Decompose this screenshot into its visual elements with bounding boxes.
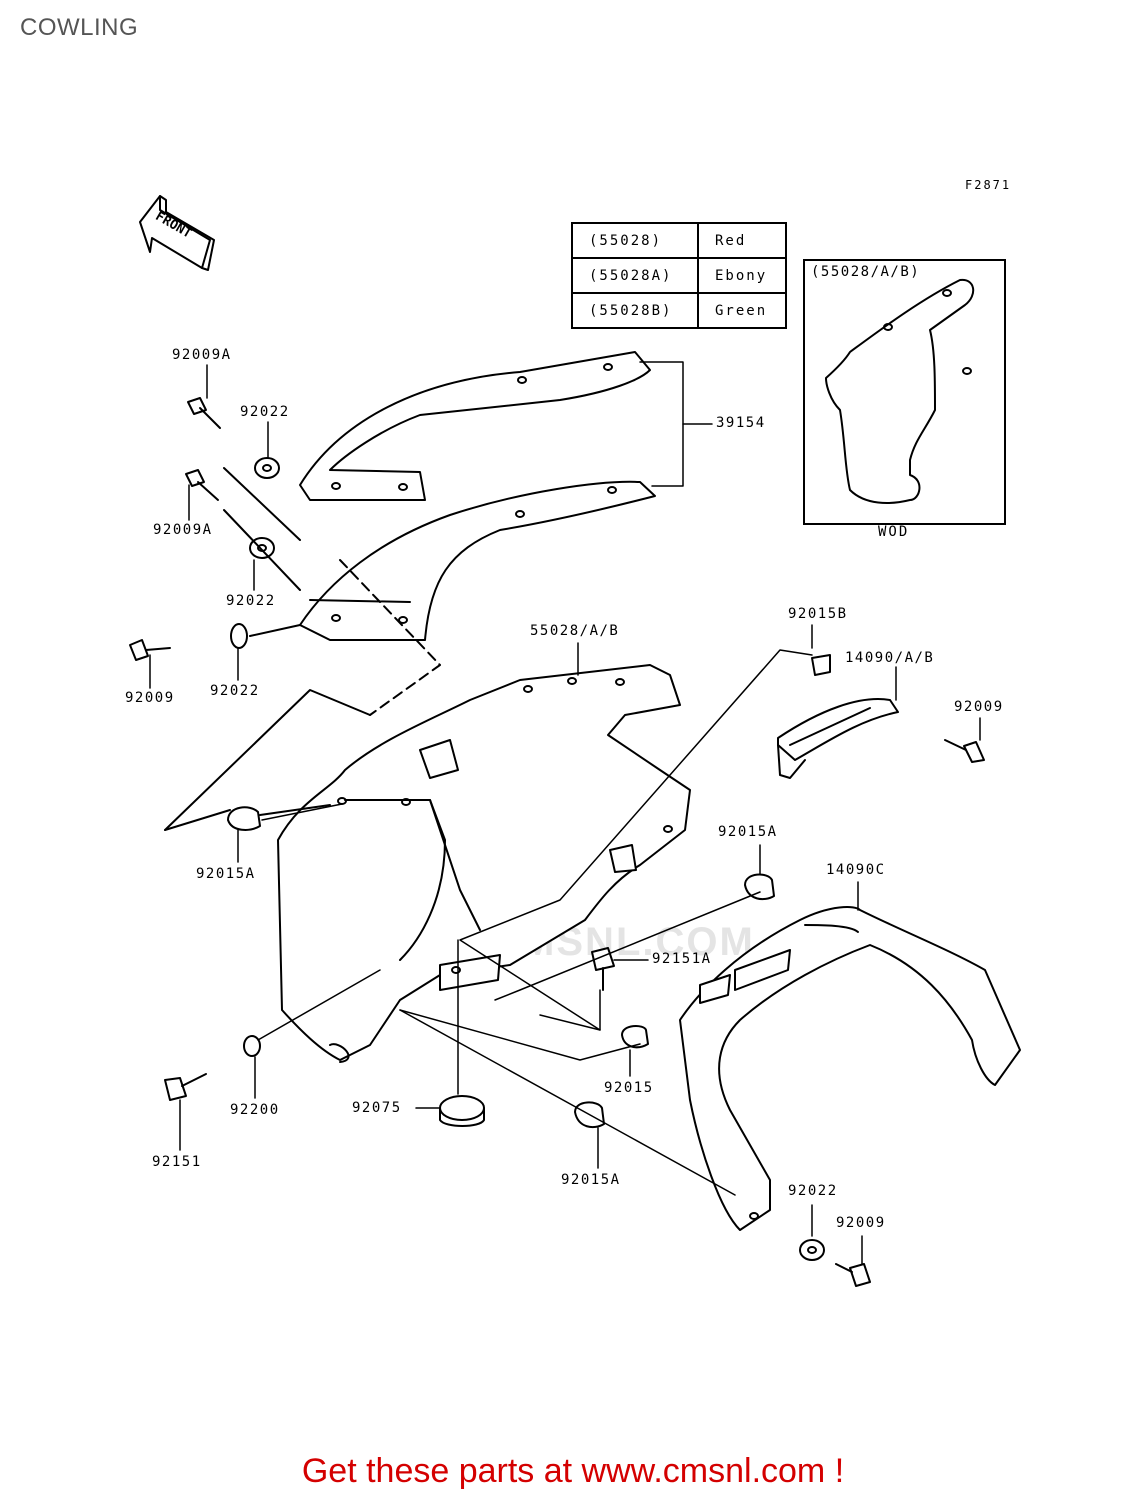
part-label[interactable]: 14090/A/B (845, 650, 935, 666)
table-cell-color: Green (697, 292, 787, 329)
part-label[interactable]: 14090C (826, 862, 886, 878)
part-label[interactable]: 92015 (604, 1080, 654, 1096)
inset-caption: WOD (878, 524, 910, 540)
table-cell-color: Red (697, 222, 787, 259)
bolt-92009-bottom (835, 1263, 871, 1287)
bolt-92009-right (944, 739, 985, 763)
table-cell-code: (55028) (571, 222, 699, 259)
inset-box: (55028/A/B) (803, 259, 1006, 525)
part-label[interactable]: 92075 (352, 1100, 402, 1116)
part-label[interactable]: 92015A (718, 824, 778, 840)
part-label[interactable]: 39154 (716, 415, 766, 431)
windscreen (299, 480, 656, 716)
part-label[interactable]: 92009A (153, 522, 213, 538)
part-label[interactable]: 55028/A/B (530, 623, 620, 639)
part-label[interactable]: 92022 (226, 593, 276, 609)
bolt-92009A-lower (185, 469, 219, 501)
part-label[interactable]: 92015A (561, 1172, 621, 1188)
bolt-92151 (164, 1073, 207, 1101)
bolt-92009-left (129, 639, 171, 661)
bolt-92009A-upper (187, 397, 221, 429)
part-label[interactable]: 92022 (210, 683, 260, 699)
grommet-92015A-left (227, 806, 261, 831)
grommet-92015 (621, 1025, 649, 1049)
table-cell-code: (55028A) (571, 257, 699, 294)
table-row: (55028B) Green (571, 292, 787, 329)
bolt-92151A (591, 947, 615, 991)
washer-92200 (243, 1035, 261, 1057)
washer-92022-d (799, 1239, 825, 1261)
upper-cowling-55028 (277, 664, 691, 1063)
inset-part-outline (825, 278, 975, 504)
part-label[interactable]: 92015B (788, 606, 848, 622)
part-label[interactable]: 92009 (125, 690, 175, 706)
figure-code: F2871 (965, 178, 1012, 192)
part-label[interactable]: 92009A (172, 347, 232, 363)
leader-lines (149, 361, 981, 1265)
bracket-14090C (679, 906, 1021, 1231)
part-label[interactable]: 92200 (230, 1102, 280, 1118)
part-label[interactable]: 92009 (954, 699, 1004, 715)
table-row: (55028) Red (571, 222, 787, 259)
footer-link[interactable]: Get these parts at www.cmsnl.com ! (301, 1452, 845, 1490)
bracket-14090 (777, 654, 899, 779)
washer-92022-c (230, 623, 248, 649)
part-label[interactable]: 92022 (788, 1183, 838, 1199)
table-cell-color: Ebony (697, 257, 787, 294)
inset-title: (55028/A/B) (811, 264, 921, 280)
grommet-92015A-right (744, 873, 775, 901)
table-row: (55028A) Ebony (571, 257, 787, 294)
grommet-92075 (439, 1095, 485, 1121)
part-label[interactable]: 92015A (196, 866, 256, 882)
part-label[interactable]: 92009 (836, 1215, 886, 1231)
part-label[interactable]: 92022 (240, 404, 290, 420)
front-arrow-icon: FRONT (139, 195, 215, 271)
color-variant-table: (55028) Red (55028A) Ebony (55028B) Gree… (571, 222, 787, 329)
page-title: COWLING (20, 14, 139, 41)
part-label[interactable]: 92151 (152, 1154, 202, 1170)
windshield-trim-39154 (299, 351, 651, 501)
washer-92022-a (254, 457, 280, 479)
table-cell-code: (55028B) (571, 292, 699, 329)
part-label[interactable]: 92151A (652, 951, 712, 967)
